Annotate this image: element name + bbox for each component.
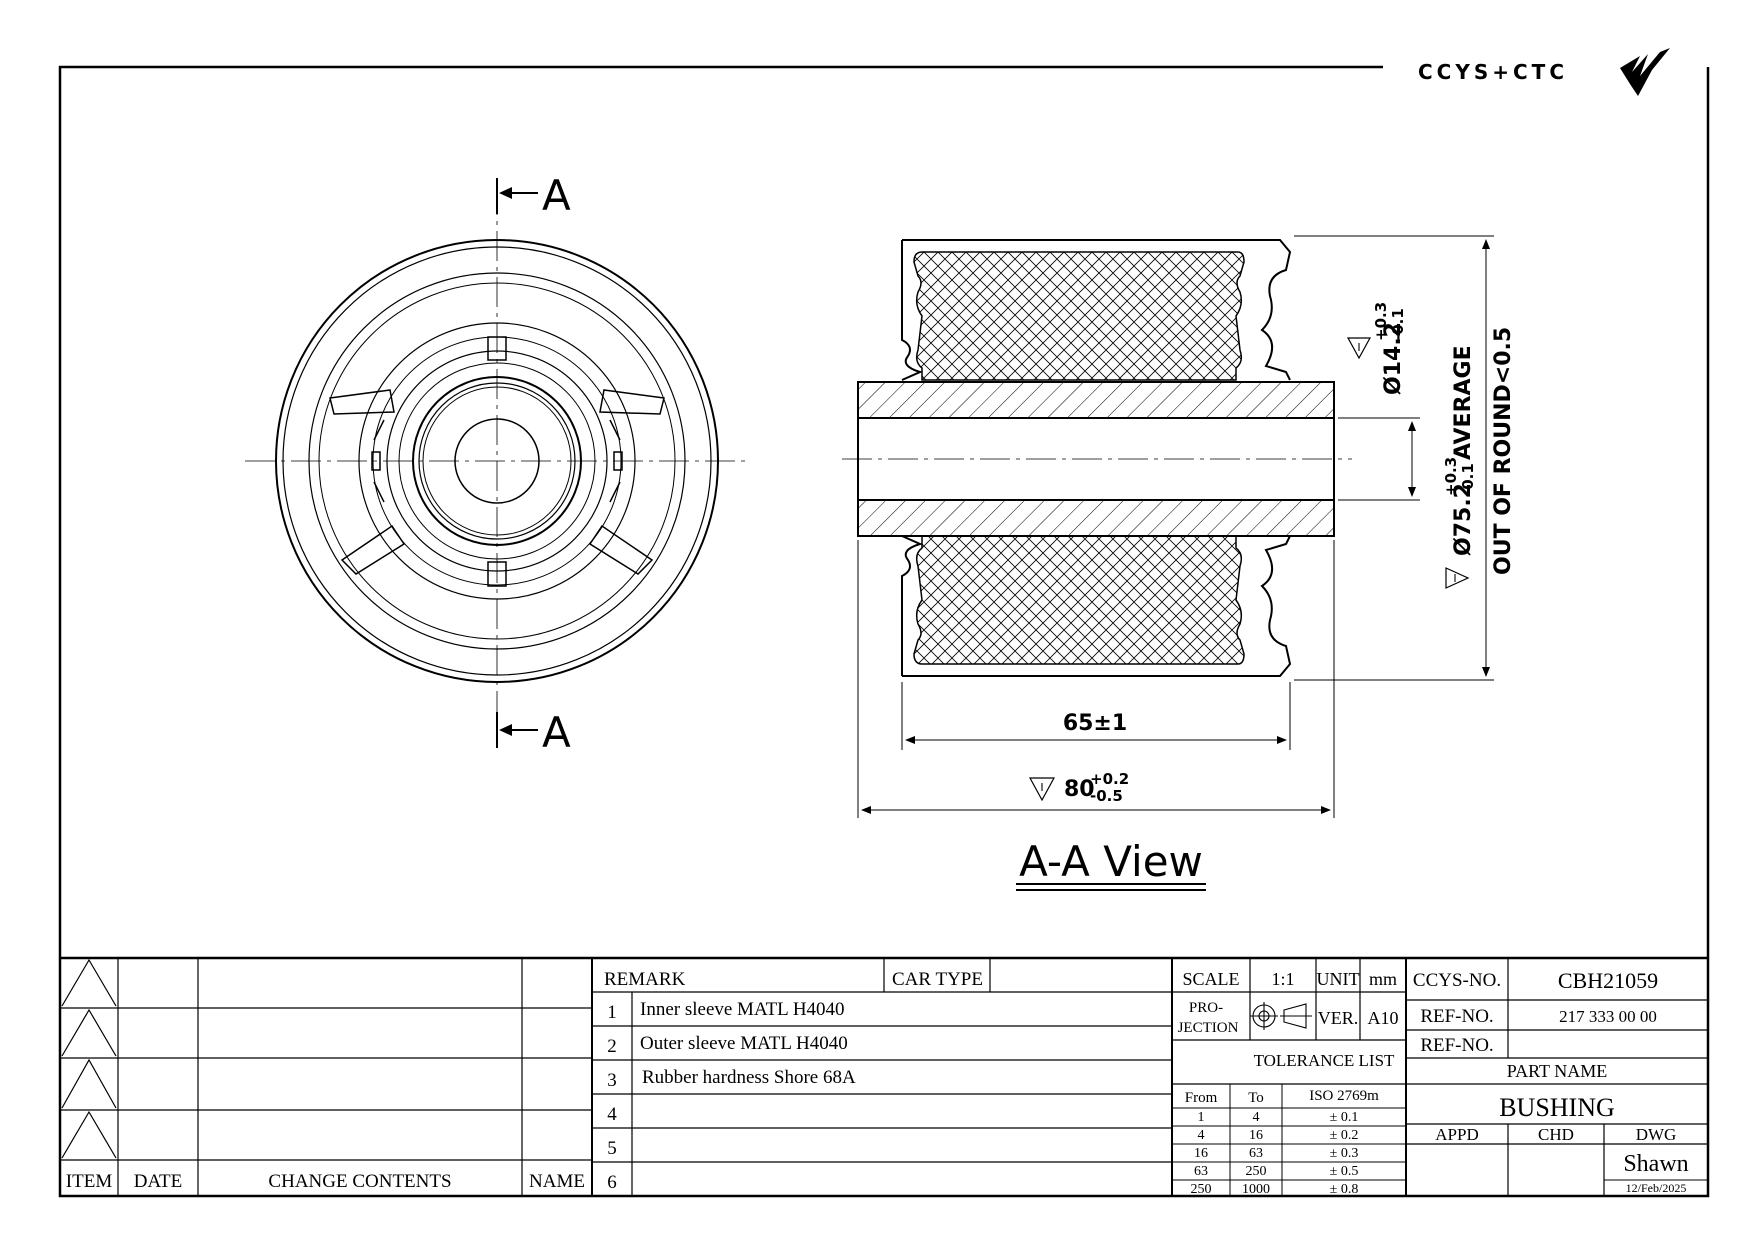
svg-text:+0.3: +0.3 (1372, 302, 1390, 341)
svg-text:2: 2 (607, 1036, 617, 1057)
info-block: SCALE 1:1 UNIT mm PRO- JECTION VER. A10 … (1178, 969, 1399, 1197)
svg-text:PART NAME: PART NAME (1507, 1061, 1607, 1081)
svg-text:PRO-: PRO- (1189, 1000, 1223, 1016)
svg-text:VER.: VER. (1318, 1008, 1359, 1028)
svg-text:AVERAGE: AVERAGE (1451, 345, 1476, 460)
svg-text:REF-NO.: REF-NO. (1420, 1006, 1493, 1027)
svg-text:± 0.1: ± 0.1 (1330, 1110, 1359, 1125)
svg-text:1: 1 (607, 1002, 617, 1023)
svg-text:CCYS-NO.: CCYS-NO. (1413, 970, 1501, 991)
border-frame (58, 65, 1710, 1198)
svg-text:A10: A10 (1368, 1008, 1399, 1028)
svg-text:250: 250 (1246, 1164, 1267, 1179)
dim-bore: Ø14.2 +0.3 -0.1 (1372, 302, 1407, 395)
company-logo: CCYS+CTC (1418, 48, 1670, 96)
svg-text:DWG: DWG (1636, 1125, 1677, 1144)
svg-text:250: 250 (1191, 1182, 1212, 1197)
svg-text:DATE: DATE (134, 1171, 183, 1192)
svg-text:I: I (1453, 572, 1456, 585)
drawing-date: 12/Feb/2025 (1626, 1181, 1687, 1195)
section-view (842, 239, 1352, 677)
title-info: CCYS-NO. CBH21059 REF-NO. 217 333 00 00 … (1413, 968, 1689, 1195)
svg-text:A-A View: A-A View (1019, 837, 1203, 886)
svg-text:SCALE: SCALE (1182, 969, 1239, 989)
svg-text:From: From (1185, 1090, 1218, 1106)
part-name: BUSHING (1499, 1093, 1615, 1122)
svg-text:217 333 00 00: 217 333 00 00 (1559, 1007, 1657, 1026)
dim-out-of-round: OUT OF ROUND<0.5 (1491, 327, 1516, 575)
svg-text:CAR TYPE: CAR TYPE (892, 969, 983, 990)
title-block (60, 956, 1708, 1196)
svg-text:80: 80 (1064, 777, 1095, 802)
svg-text:ITEM: ITEM (66, 1171, 113, 1192)
svg-text:I: I (1357, 341, 1360, 354)
svg-text:ISO 2769m: ISO 2769m (1309, 1088, 1379, 1104)
svg-text:5: 5 (607, 1138, 617, 1159)
svg-text:CCYS+CTC: CCYS+CTC (1418, 60, 1568, 84)
inspection-mark-bore: I (1346, 337, 1372, 360)
svg-text:Ø75.2: Ø75.2 (1451, 483, 1476, 556)
svg-text:63: 63 (1194, 1164, 1208, 1179)
svg-text:REF-NO.: REF-NO. (1420, 1035, 1493, 1056)
dim-outer-diameter: Ø75.2 +0.3 -0.1 AVERAGE (1442, 345, 1477, 556)
svg-text:mm: mm (1369, 969, 1397, 989)
logo-mark-icon (1620, 48, 1670, 96)
svg-text:4: 4 (607, 1104, 617, 1125)
svg-text:Outer sleeve MATL H4040: Outer sleeve MATL H4040 (640, 1033, 848, 1054)
svg-text:Rubber hardness Shore 68A: Rubber hardness Shore 68A (642, 1067, 856, 1088)
dimension-lines (857, 235, 1494, 818)
part-number: CBH21059 (1558, 968, 1658, 993)
front-view (245, 185, 745, 720)
svg-text:4: 4 (1198, 1128, 1205, 1143)
svg-text:NAME: NAME (529, 1171, 585, 1192)
svg-text:REMARK: REMARK (604, 969, 686, 990)
svg-text:To: To (1248, 1090, 1264, 1106)
section-marker-top: A (496, 171, 571, 220)
svg-text:CHANGE CONTENTS: CHANGE CONTENTS (268, 1171, 451, 1192)
svg-text:-0.5: -0.5 (1090, 787, 1123, 805)
svg-text:+0.2: +0.2 (1090, 770, 1129, 788)
svg-text:3: 3 (607, 1070, 617, 1091)
svg-text:16: 16 (1249, 1128, 1263, 1143)
svg-text:UNIT: UNIT (1317, 969, 1360, 989)
svg-text:+0.3: +0.3 (1442, 457, 1460, 496)
svg-text:± 0.3: ± 0.3 (1330, 1146, 1359, 1161)
svg-text:± 0.2: ± 0.2 (1330, 1128, 1359, 1143)
svg-text:16: 16 (1194, 1146, 1208, 1161)
svg-text:± 0.5: ± 0.5 (1330, 1164, 1359, 1179)
svg-text:Ø14.2: Ø14.2 (1381, 322, 1406, 395)
svg-text:1000: 1000 (1242, 1182, 1270, 1197)
svg-text:± 0.8: ± 0.8 (1330, 1182, 1359, 1197)
svg-text:A: A (542, 171, 571, 220)
svg-text:63: 63 (1249, 1146, 1263, 1161)
revision-headers: ITEM DATE CHANGE CONTENTS NAME (66, 1171, 585, 1192)
dim-length-inner: 65±1 (1063, 711, 1127, 736)
inspection-triangle-icon (1028, 777, 1056, 802)
remark-table: REMARK CAR TYPE 1 Inner sleeve MATL H404… (604, 969, 983, 1193)
svg-text:6: 6 (607, 1172, 617, 1193)
section-marker-bottom: A (496, 708, 571, 757)
svg-text:OUT OF ROUND<0.5: OUT OF ROUND<0.5 (1491, 327, 1516, 575)
svg-text:-0.1: -0.1 (1389, 308, 1407, 341)
drafter-name: Shawn (1623, 1151, 1688, 1177)
projection-symbol-icon (1250, 1002, 1312, 1030)
view-title: A-A View (1016, 837, 1206, 891)
svg-text:Inner sleeve MATL H4040: Inner sleeve MATL H4040 (640, 999, 845, 1020)
svg-text:1: 1 (1198, 1110, 1205, 1125)
inspection-triangle-icon (1445, 567, 1470, 589)
svg-text:TOLERANCE LIST: TOLERANCE LIST (1254, 1051, 1395, 1070)
svg-text:APPD: APPD (1435, 1125, 1478, 1144)
svg-text:JECTION: JECTION (1178, 1020, 1239, 1036)
dim-length-outer: I 80 +0.2 -0.5 (1028, 770, 1129, 805)
svg-text:1:1: 1:1 (1271, 969, 1294, 989)
svg-text:4: 4 (1253, 1110, 1260, 1125)
inspection-triangle-icon (1346, 337, 1372, 360)
svg-text:I: I (1040, 781, 1043, 794)
revision-triangles (61, 958, 117, 1159)
svg-text:CHD: CHD (1538, 1125, 1574, 1144)
svg-text:A: A (542, 708, 571, 757)
inspection-mark-od: I (1445, 567, 1470, 589)
svg-text:-0.1: -0.1 (1459, 463, 1477, 496)
